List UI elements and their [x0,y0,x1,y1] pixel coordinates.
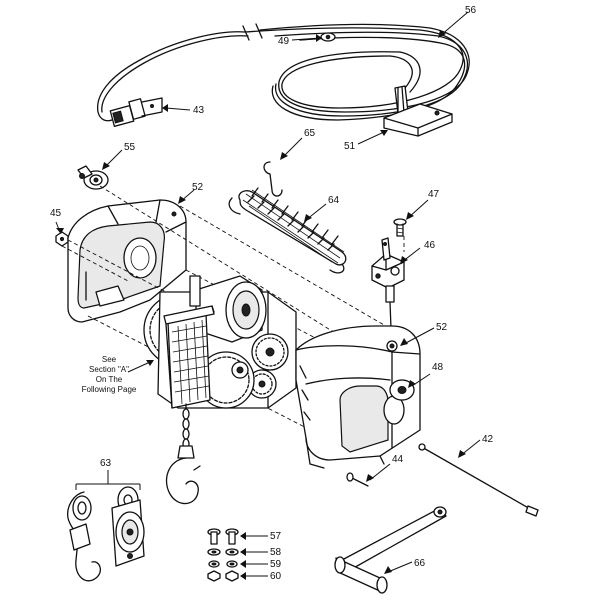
callout-47: 47 [428,189,440,200]
callout-66: 66 [414,558,426,569]
callout-44: 44 [392,454,404,465]
part-63-hook-block [67,470,145,582]
part-64-rope-coil [228,187,347,274]
parts-57-60-hardware [207,528,239,582]
callout-51: 51 [344,141,356,152]
part-47-screw [393,218,407,237]
section-note-line-3: On The [96,375,123,384]
section-note-line-1: See [102,355,117,364]
callout-46: 46 [424,240,436,251]
callout-63: 63 [100,458,112,469]
callout-60: 60 [270,571,282,582]
part-44-bolt [346,472,369,487]
part-42-tie-rod [418,443,539,517]
callout-55: 55 [124,142,136,153]
gearbox-assembly [143,275,297,505]
callout-64: 64 [328,195,340,206]
callout-43: 43 [193,105,205,116]
part-56-cable-coil [97,23,470,122]
callout-42: 42 [482,434,494,445]
section-note-line-4: Following Page [82,385,137,394]
part-52-right-housing [295,325,421,469]
callout-52-right: 52 [436,322,448,333]
part-45-nut [55,231,69,247]
part-51-pendant-socket [383,85,453,137]
part-43-switch [109,97,163,127]
callout-49: 49 [278,36,290,47]
leader-lines [55,11,481,580]
part-65-s-hook [263,161,283,197]
part-55-plug [77,165,109,190]
callout-57: 57 [270,531,282,542]
callout-58: 58 [270,547,282,558]
callout-labels: 56 49 43 51 55 65 52 45 64 47 46 52 48 4… [50,5,494,582]
callout-56: 56 [465,5,477,16]
callout-65: 65 [304,128,316,139]
section-note-line-2: Section "A" [89,365,129,374]
callout-48: 48 [432,362,444,373]
callout-45: 45 [50,208,62,219]
callout-59: 59 [270,559,282,570]
callout-52-left: 52 [192,182,204,193]
part-66-crank-handle [334,506,447,594]
part-52-left-housing [67,199,187,323]
section-a-note: See Section "A" On The Following Page [82,355,137,394]
